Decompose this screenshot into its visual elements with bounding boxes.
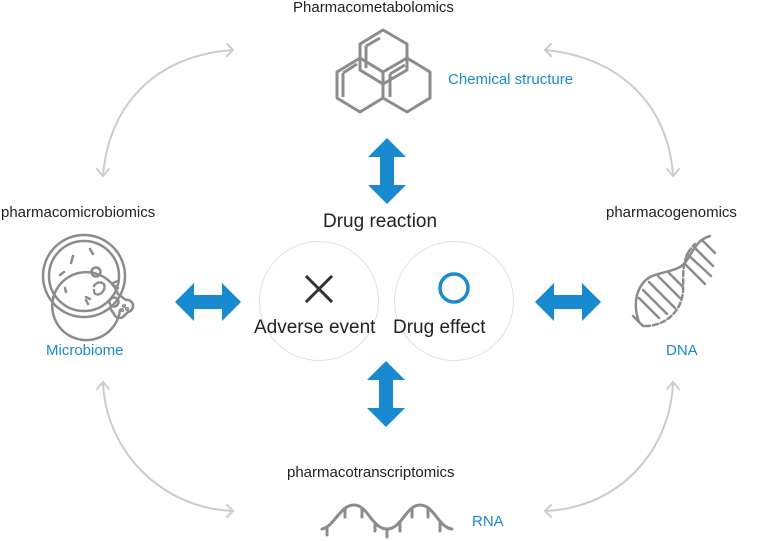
x-mark-icon (304, 274, 334, 304)
arrowhead-top-right-b (666, 168, 680, 177)
left-node-subtitle: Microbiome (46, 342, 124, 359)
right-node-title: pharmacogenomics (606, 204, 737, 221)
chemical-structure-icon (335, 28, 432, 114)
curve-top-right (544, 49, 674, 176)
arrowhead-top-left-b (96, 168, 110, 177)
microbiome-icon (41, 233, 135, 342)
arrowhead-top-right-a (544, 43, 552, 57)
adverse-event-circle (259, 241, 379, 361)
dna-icon (631, 234, 717, 328)
drug-effect-label: Drug effect (393, 317, 486, 338)
top-node-title: Pharmacometabolomics (293, 0, 454, 16)
circle-o-icon (438, 272, 470, 304)
arrowhead-bottom-left-b (226, 504, 234, 518)
curve-bottom-right (544, 382, 674, 512)
arrowhead-bottom-right-a (666, 381, 680, 390)
arrow-top-vertical (368, 138, 406, 204)
curve-top-left (102, 49, 234, 176)
bottom-node-title: pharmacotranscriptomics (287, 464, 455, 481)
bottom-node-subtitle: RNA (472, 513, 504, 530)
arrowhead-bottom-left-a (96, 381, 110, 390)
curve-bottom-left (102, 382, 234, 512)
arrow-left-horizontal (175, 283, 241, 321)
drug-effect-circle (394, 241, 514, 361)
arrowhead-top-left-a (226, 43, 234, 57)
adverse-event-label: Adverse event (254, 317, 376, 338)
top-node-subtitle: Chemical structure (448, 71, 574, 88)
right-node-subtitle: DNA (666, 342, 698, 359)
arrow-right-horizontal (535, 283, 601, 321)
arrowhead-bottom-right-b (544, 504, 552, 518)
left-node-title: pharmacomicrobiomics (1, 204, 156, 221)
arrow-bottom-vertical (367, 361, 405, 427)
rna-icon (320, 503, 454, 539)
center-title: Drug reaction (323, 211, 438, 232)
